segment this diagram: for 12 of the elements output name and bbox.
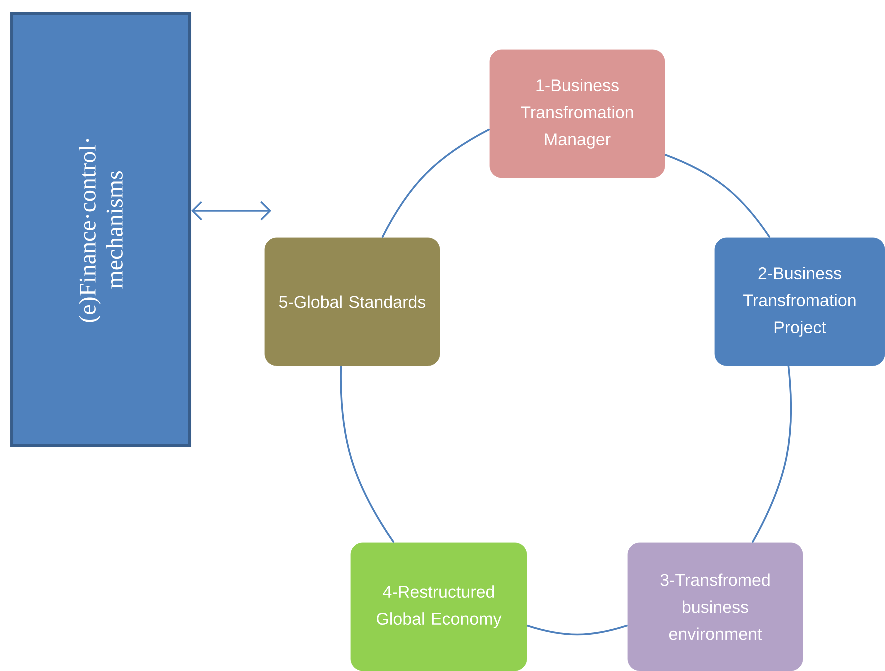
process-box: 3-Transfromed business environment	[628, 542, 804, 671]
process-box: 2-Business Transfromation Project	[714, 238, 885, 366]
connector-arc	[526, 624, 628, 636]
connector-arc	[340, 366, 395, 544]
connector-arc	[752, 366, 792, 544]
process-box: 4-Restructured Global Economy	[350, 542, 528, 671]
process-box: 1-Business Transfromation Manager	[490, 50, 666, 178]
connector-arc	[664, 154, 771, 238]
process-box: 5-Global Standards	[264, 238, 440, 366]
process-box: (e)Finance·control· mechanisms	[10, 12, 192, 448]
arrow	[192, 201, 272, 221]
connector-arc	[382, 128, 490, 238]
